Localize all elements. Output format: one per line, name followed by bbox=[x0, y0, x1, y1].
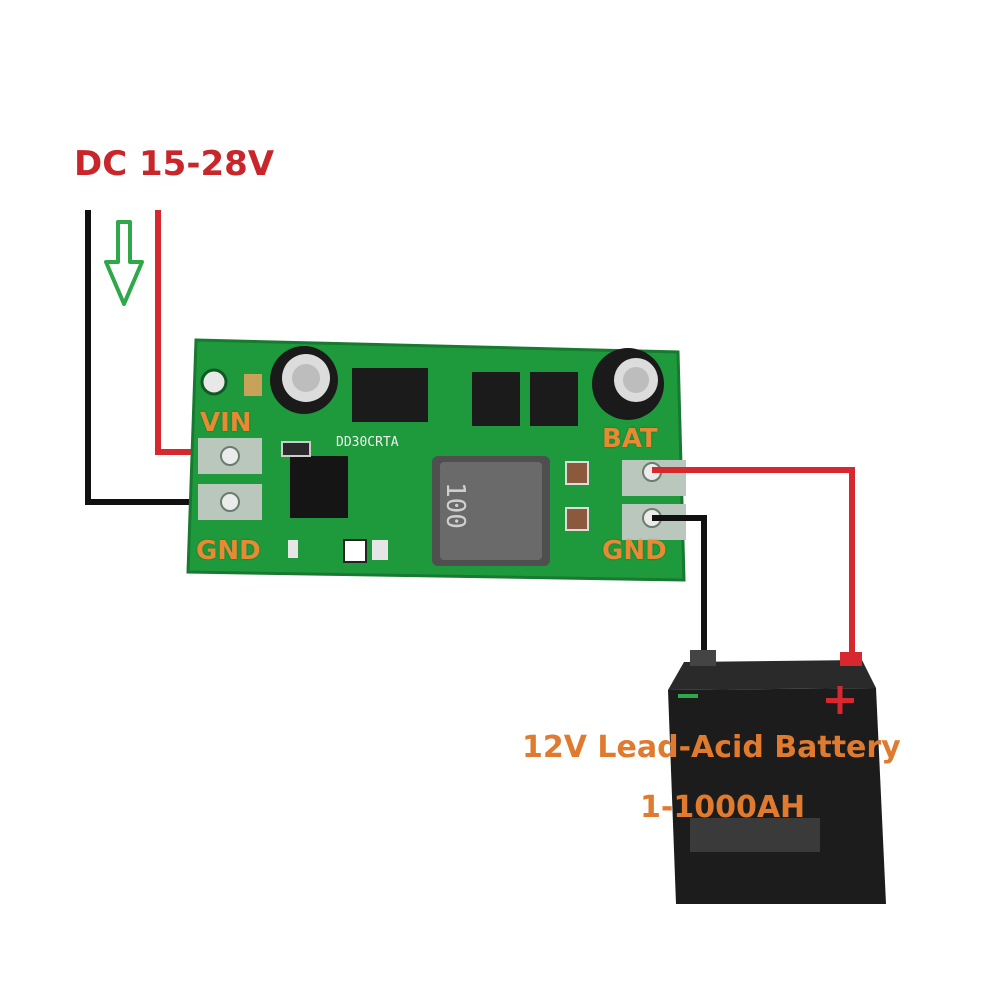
down-arrow-icon bbox=[104, 220, 144, 306]
inductor-marking: 100 bbox=[440, 482, 470, 529]
battery-type-label: 12V Lead-Acid Battery bbox=[522, 730, 901, 765]
battery bbox=[668, 650, 886, 904]
minus-icon bbox=[678, 694, 698, 698]
plus-icon bbox=[826, 686, 854, 714]
bat-label: BAT bbox=[602, 424, 658, 454]
battery-capacity-label: 1-1000AH bbox=[640, 790, 806, 825]
positive-output-wire bbox=[652, 467, 855, 668]
input-voltage-label: DC 15-28V bbox=[74, 144, 275, 184]
vin-label: VIN bbox=[200, 408, 252, 438]
gnd-output-label: GND bbox=[602, 536, 667, 566]
gnd-input-label: GND bbox=[196, 536, 261, 566]
pcb-board bbox=[186, 338, 686, 582]
ground-output-wire bbox=[652, 515, 707, 668]
board-part-number: DD30CRTA bbox=[336, 435, 399, 450]
ground-input-wire bbox=[85, 210, 222, 505]
